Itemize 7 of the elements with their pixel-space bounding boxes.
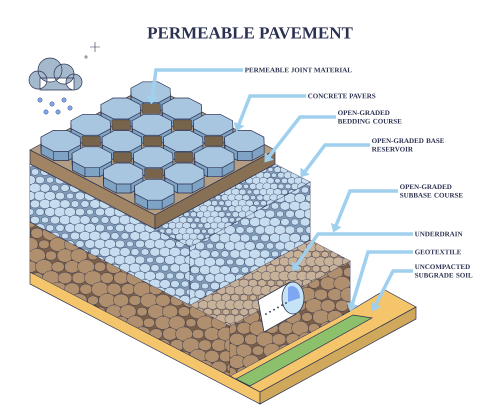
paver [224,130,264,161]
arrow [300,143,370,178]
bedding-layer [30,149,276,230]
joint-material [82,103,224,179]
arrow [292,232,413,272]
title: PERMEABLE PAVEMENT [147,27,353,39]
arrow [264,115,336,162]
